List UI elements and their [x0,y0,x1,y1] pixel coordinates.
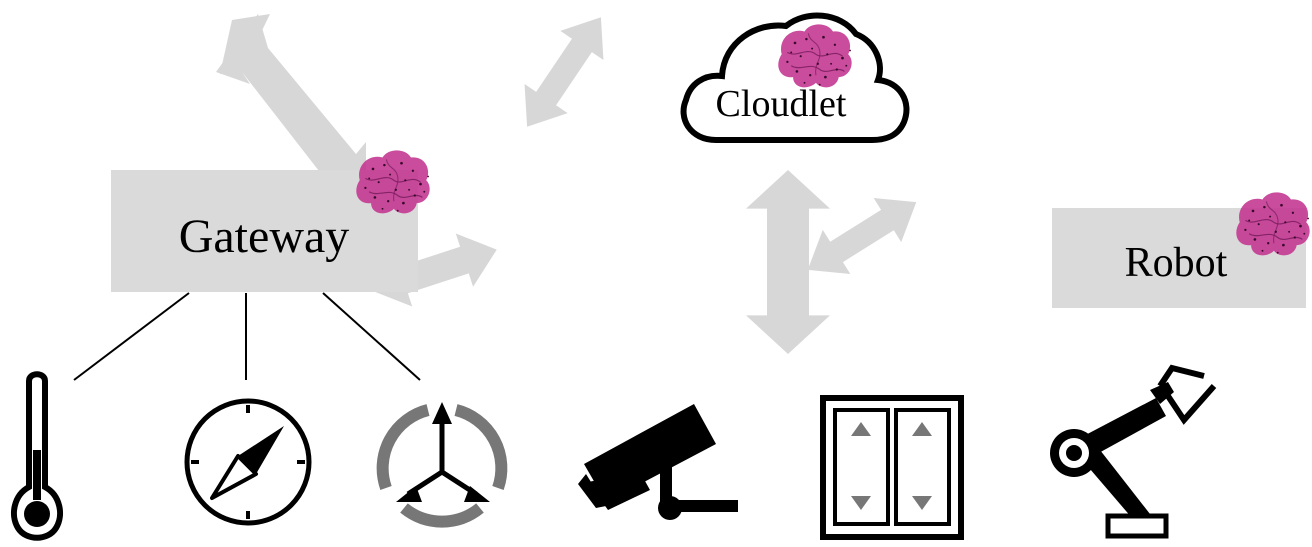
link-thermometer [73,292,190,381]
robot-node: Robot [1052,191,1311,308]
security-camera-icon [578,404,738,520]
cloudlet-robot-arrow [807,198,917,274]
accelerometer-axes-icon [376,402,508,528]
gateway-cloudlet-arrow [524,17,604,127]
window-blinds-switch-icon [820,395,964,540]
thermometer-icon [11,371,63,541]
gateway-label: Gateway [179,210,350,263]
cloudlet-node: Cloudlet [680,12,910,143]
arrows [216,14,917,354]
cloudlet-vertical-arrow [746,170,830,354]
link-accelerometer [322,292,421,381]
gateway-uplink-arrow [216,14,366,198]
compass-icon [184,398,312,526]
gateway-node: Gateway [111,149,431,292]
robot-arm-icon [1050,364,1217,539]
robot-label: Robot [1125,240,1228,286]
cloudlet-label: Cloudlet [716,83,847,125]
sensor-links [73,292,421,381]
